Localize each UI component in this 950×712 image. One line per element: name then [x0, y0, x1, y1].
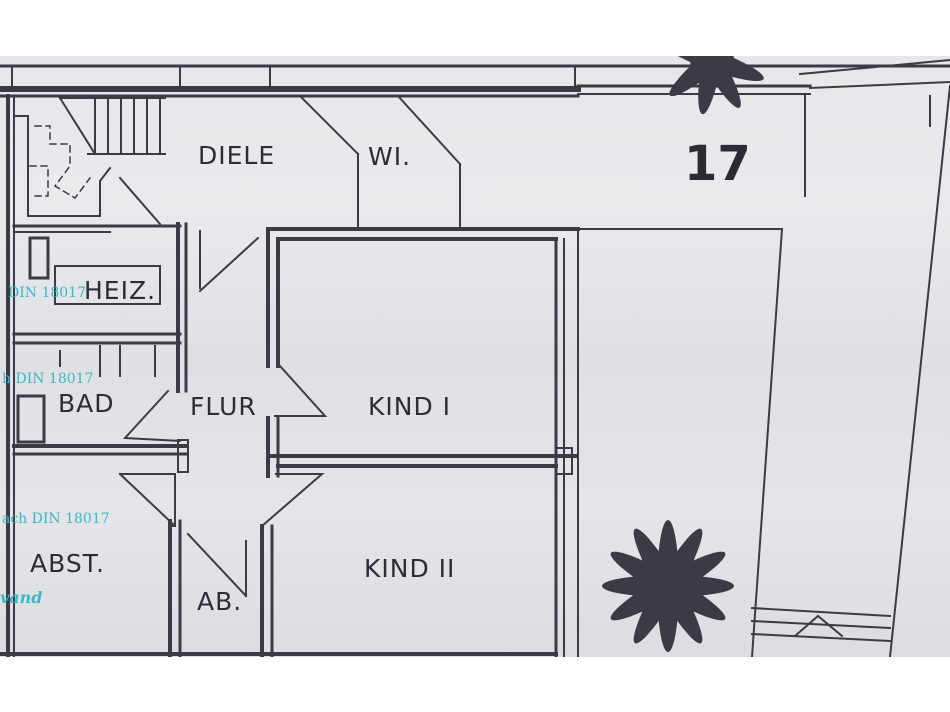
room-label-kind2: KIND II: [364, 554, 456, 583]
tree-symbol-large: [602, 520, 734, 652]
room-label-flur: FLUR: [190, 392, 257, 421]
stair-dashed-path: [34, 125, 92, 199]
abst-door-arc: [118, 472, 177, 528]
room-label-bad: BAD: [58, 389, 115, 418]
plot-line-2: [750, 227, 784, 657]
bad-post: [177, 439, 189, 473]
ab-door: [186, 532, 248, 598]
wi-door-left: [298, 94, 360, 156]
floor-plan-photo: DIELE WI. 17 HEIZ. DIN 18017 h DIN 18017…: [0, 56, 950, 657]
floor-plan-drawing: [0, 56, 950, 657]
abst-door: [119, 473, 176, 527]
kind1-door: [274, 364, 328, 417]
tree-symbol-top: [660, 56, 764, 115]
room-label-abst: ABST.: [30, 549, 105, 578]
top-wall-far: [798, 58, 950, 76]
din-annotation-1: DIN 18017: [8, 285, 86, 301]
heiz-door: [198, 236, 260, 293]
bad-door: [122, 389, 182, 443]
room-label-wi: WI.: [368, 142, 412, 171]
br-stair-1: [750, 606, 892, 618]
wand-annotation: vand: [0, 588, 43, 607]
room-label-ab: AB.: [197, 587, 243, 616]
divider-post: [555, 447, 573, 475]
unit-number: 17: [684, 136, 751, 192]
din-annotation-3: ach DIN 18017: [2, 511, 110, 527]
stair-wall: [13, 115, 112, 217]
room-label-diele: DIELE: [198, 141, 276, 170]
wi-door-right: [396, 94, 462, 166]
kind2-door: [260, 473, 325, 528]
heiz-boiler: [54, 265, 161, 305]
top-wall-far-2: [808, 80, 950, 90]
plot-line-4: [888, 84, 950, 657]
room-label-kind1: KIND I: [368, 392, 452, 421]
br-stair-3: [750, 632, 892, 643]
br-stair-2: [750, 619, 892, 630]
heiz-box: [28, 236, 50, 280]
diele-door-arc: [118, 176, 162, 226]
stair-diag-1: [58, 96, 97, 156]
din-annotation-2: h DIN 18017: [2, 371, 94, 387]
bad-shower: [16, 394, 46, 444]
br-stair-arrow: [793, 614, 844, 638]
room-label-heiz: HEIZ.: [84, 276, 157, 305]
stair-dashed-path-2: [29, 165, 49, 197]
